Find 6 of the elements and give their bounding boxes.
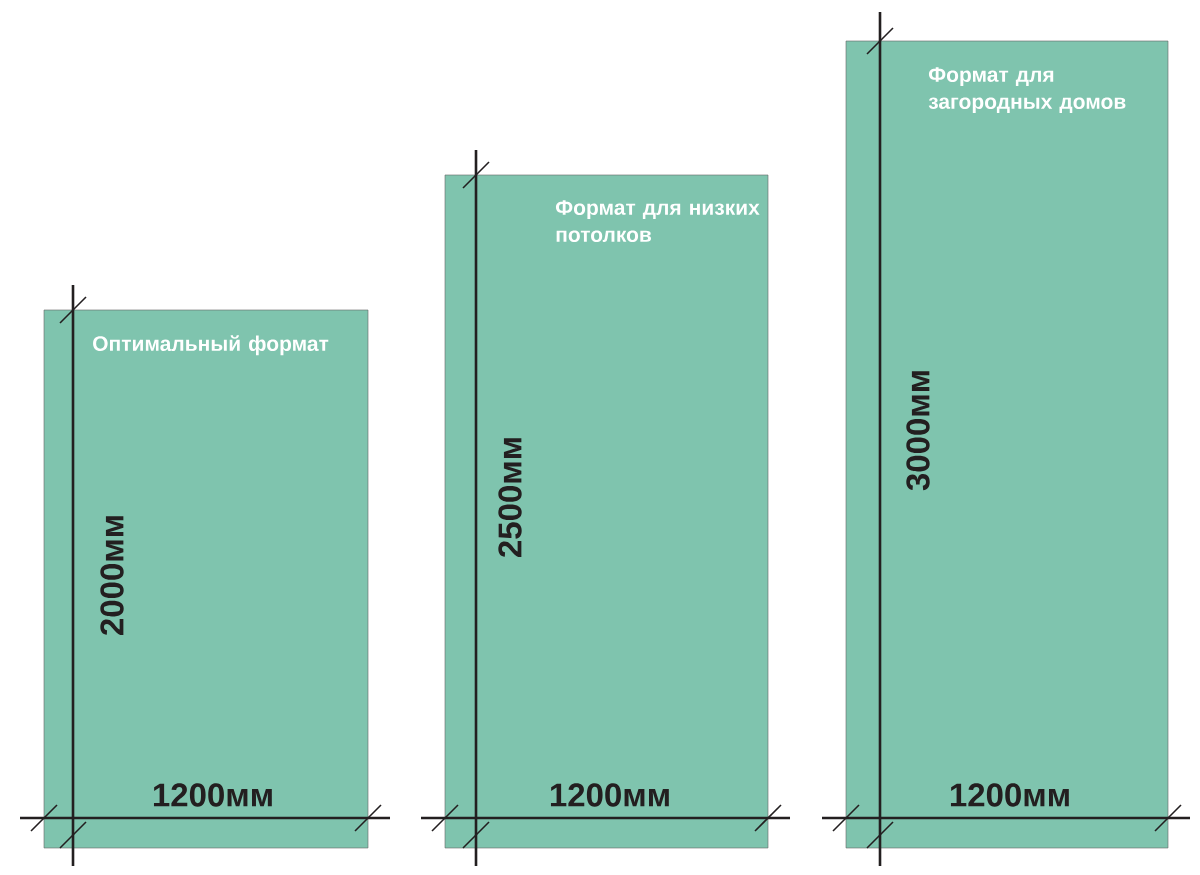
dimension-label: 2000мм [100,516,124,635]
dimension-label: 1200мм [550,783,669,807]
dimension-label: 1200мм [950,783,1069,807]
dimension-label: 3000мм [906,371,930,491]
dimension-label: 2500мм [498,438,522,557]
dimension-label: 1200мм [154,783,272,807]
